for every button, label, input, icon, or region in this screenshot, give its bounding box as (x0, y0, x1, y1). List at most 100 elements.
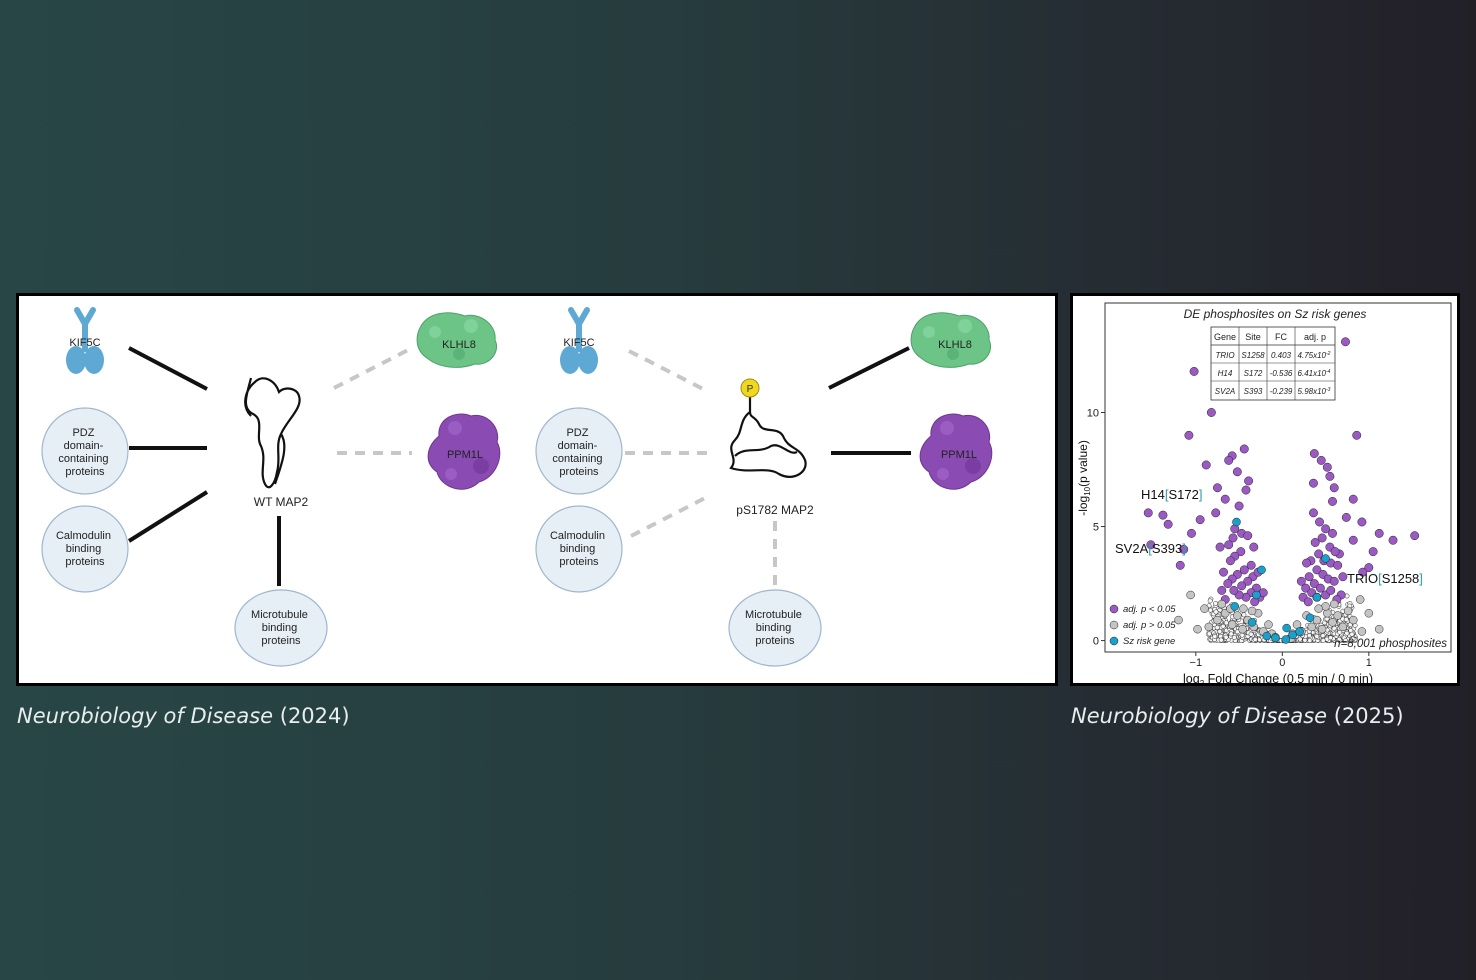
volcano-point (1338, 622, 1348, 632)
volcano-point (1213, 615, 1222, 625)
volcano-background-point (1212, 633, 1218, 639)
volcano-point (1217, 585, 1227, 595)
volcano-background-point (1223, 634, 1229, 640)
wt-diagram: KIF5C PDZ domain- containing proteins Ca… (41, 307, 501, 667)
volcano-point (1315, 583, 1325, 593)
table-cell: 6.41x10-4 (1298, 369, 1331, 378)
volcano-point (1243, 531, 1253, 541)
volcano-background-point (1223, 620, 1229, 626)
volcano-background-point (1328, 635, 1334, 641)
caption-right-year: (2025) (1333, 704, 1404, 728)
klhl8-icon (416, 312, 497, 368)
volcano-point (1244, 476, 1254, 486)
volcano-point (1321, 524, 1331, 534)
volcano-background-point (1350, 636, 1356, 642)
volcano-point (1143, 508, 1153, 518)
volcano-point (1328, 528, 1337, 538)
caption-left-journal: Neurobiology of Disease (17, 704, 274, 728)
volcano-point (1193, 624, 1202, 634)
ps-pdz-bubble (535, 407, 623, 495)
kif5c-icon (560, 307, 598, 374)
volcano-point (1328, 497, 1337, 506)
wt-kif5c-label: KIF5C (69, 337, 100, 349)
volcano-point (1201, 460, 1211, 470)
plot-title: DE phosphosites on Sz risk genes (1184, 307, 1367, 321)
volcano-point (1229, 585, 1239, 595)
volcano-point (1302, 558, 1311, 568)
table-cell: 5.98x10-3 (1298, 387, 1331, 396)
volcano-background-point (1228, 631, 1234, 637)
volcano-background-point (1343, 616, 1349, 622)
wt-klhl8-link (333, 346, 413, 390)
y-axis-title: -log10(p value) (1076, 440, 1092, 516)
ps-klhl8-label: KLHL8 (938, 339, 972, 351)
volcano-point (1195, 515, 1205, 525)
volcano-background-point (1331, 625, 1337, 631)
volcano-point (1257, 565, 1266, 575)
volcano-background-point (1306, 633, 1312, 638)
volcano-point (1215, 542, 1225, 552)
volcano-point (1249, 542, 1259, 552)
y-tick-label: 0 (1093, 636, 1099, 648)
volcano-background-point (1252, 636, 1258, 642)
wt-microtubule-bubble (234, 589, 328, 667)
volcano-point (1220, 494, 1230, 504)
volcano-point (1310, 538, 1320, 547)
volcano-point (1232, 467, 1242, 477)
volcano-point (1204, 622, 1214, 632)
volcano-point (1315, 517, 1324, 527)
volcano-point (1304, 572, 1314, 582)
volcano-background-point (1220, 623, 1226, 629)
volcano-point (1271, 633, 1280, 643)
wt-map2-icon (244, 377, 301, 489)
volcano-point (1330, 547, 1340, 557)
volcano-point (1296, 576, 1306, 586)
wt-klhl8-label: KLHL8 (442, 339, 476, 351)
volcano-background-point (1239, 632, 1245, 638)
volcano-point (1224, 540, 1234, 550)
volcano-background-point (1248, 631, 1254, 637)
ps-ppm1l-label: PPM1L (941, 449, 977, 461)
volcano-point (1247, 606, 1257, 616)
volcano-point (1223, 579, 1233, 589)
volcano-point (1236, 547, 1246, 557)
volcano-point (1301, 583, 1311, 593)
volcano-point (1187, 528, 1196, 538)
ps-klhl8-link (828, 346, 910, 390)
volcano-background-point (1307, 638, 1313, 643)
volcano-point (1305, 613, 1315, 623)
volcano-point (1329, 599, 1339, 609)
ppm1l-icon (427, 413, 501, 490)
volcano-point (1312, 593, 1322, 602)
volcano-background-point (1213, 609, 1219, 615)
inset-table: Gene Site FC adj. p TRIO S1258 0.403 4.7… (1210, 326, 1336, 401)
volcano-background-point (1336, 636, 1342, 642)
volcano-background-point (1349, 631, 1355, 637)
volcano-point (1238, 624, 1247, 634)
ps-map2-label: pS1782 MAP2 (736, 503, 814, 517)
volcano-point (1333, 611, 1342, 620)
volcano-point (1184, 430, 1194, 440)
legend-sig-label: adj. p < 0.05 (1123, 604, 1176, 615)
volcano-background-point (1231, 635, 1237, 640)
volcano-background-point (1213, 600, 1219, 606)
caption-right-journal: Neurobiology of Disease (1071, 704, 1328, 728)
volcano-point (1410, 531, 1420, 541)
y-tick-label: 10 (1087, 407, 1099, 419)
volcano-point (1241, 485, 1251, 495)
table-cell: TRIO (1215, 351, 1234, 360)
volcano-point (1211, 508, 1221, 518)
volcano-point (1230, 602, 1239, 611)
table-header-fc: FC (1275, 332, 1287, 342)
volcano-point (1234, 501, 1244, 511)
wt-calmodulin-link (127, 490, 209, 543)
volcano-background-point (1320, 633, 1326, 639)
volcano-background-point (1206, 631, 1212, 637)
volcano-point (1281, 635, 1291, 644)
volcano-point (1239, 565, 1249, 575)
volcano-point (1225, 556, 1235, 566)
volcano-point (1262, 631, 1272, 641)
volcano-point (1374, 624, 1384, 634)
wt-microtubule-label: Microtubule binding proteins (251, 609, 311, 647)
